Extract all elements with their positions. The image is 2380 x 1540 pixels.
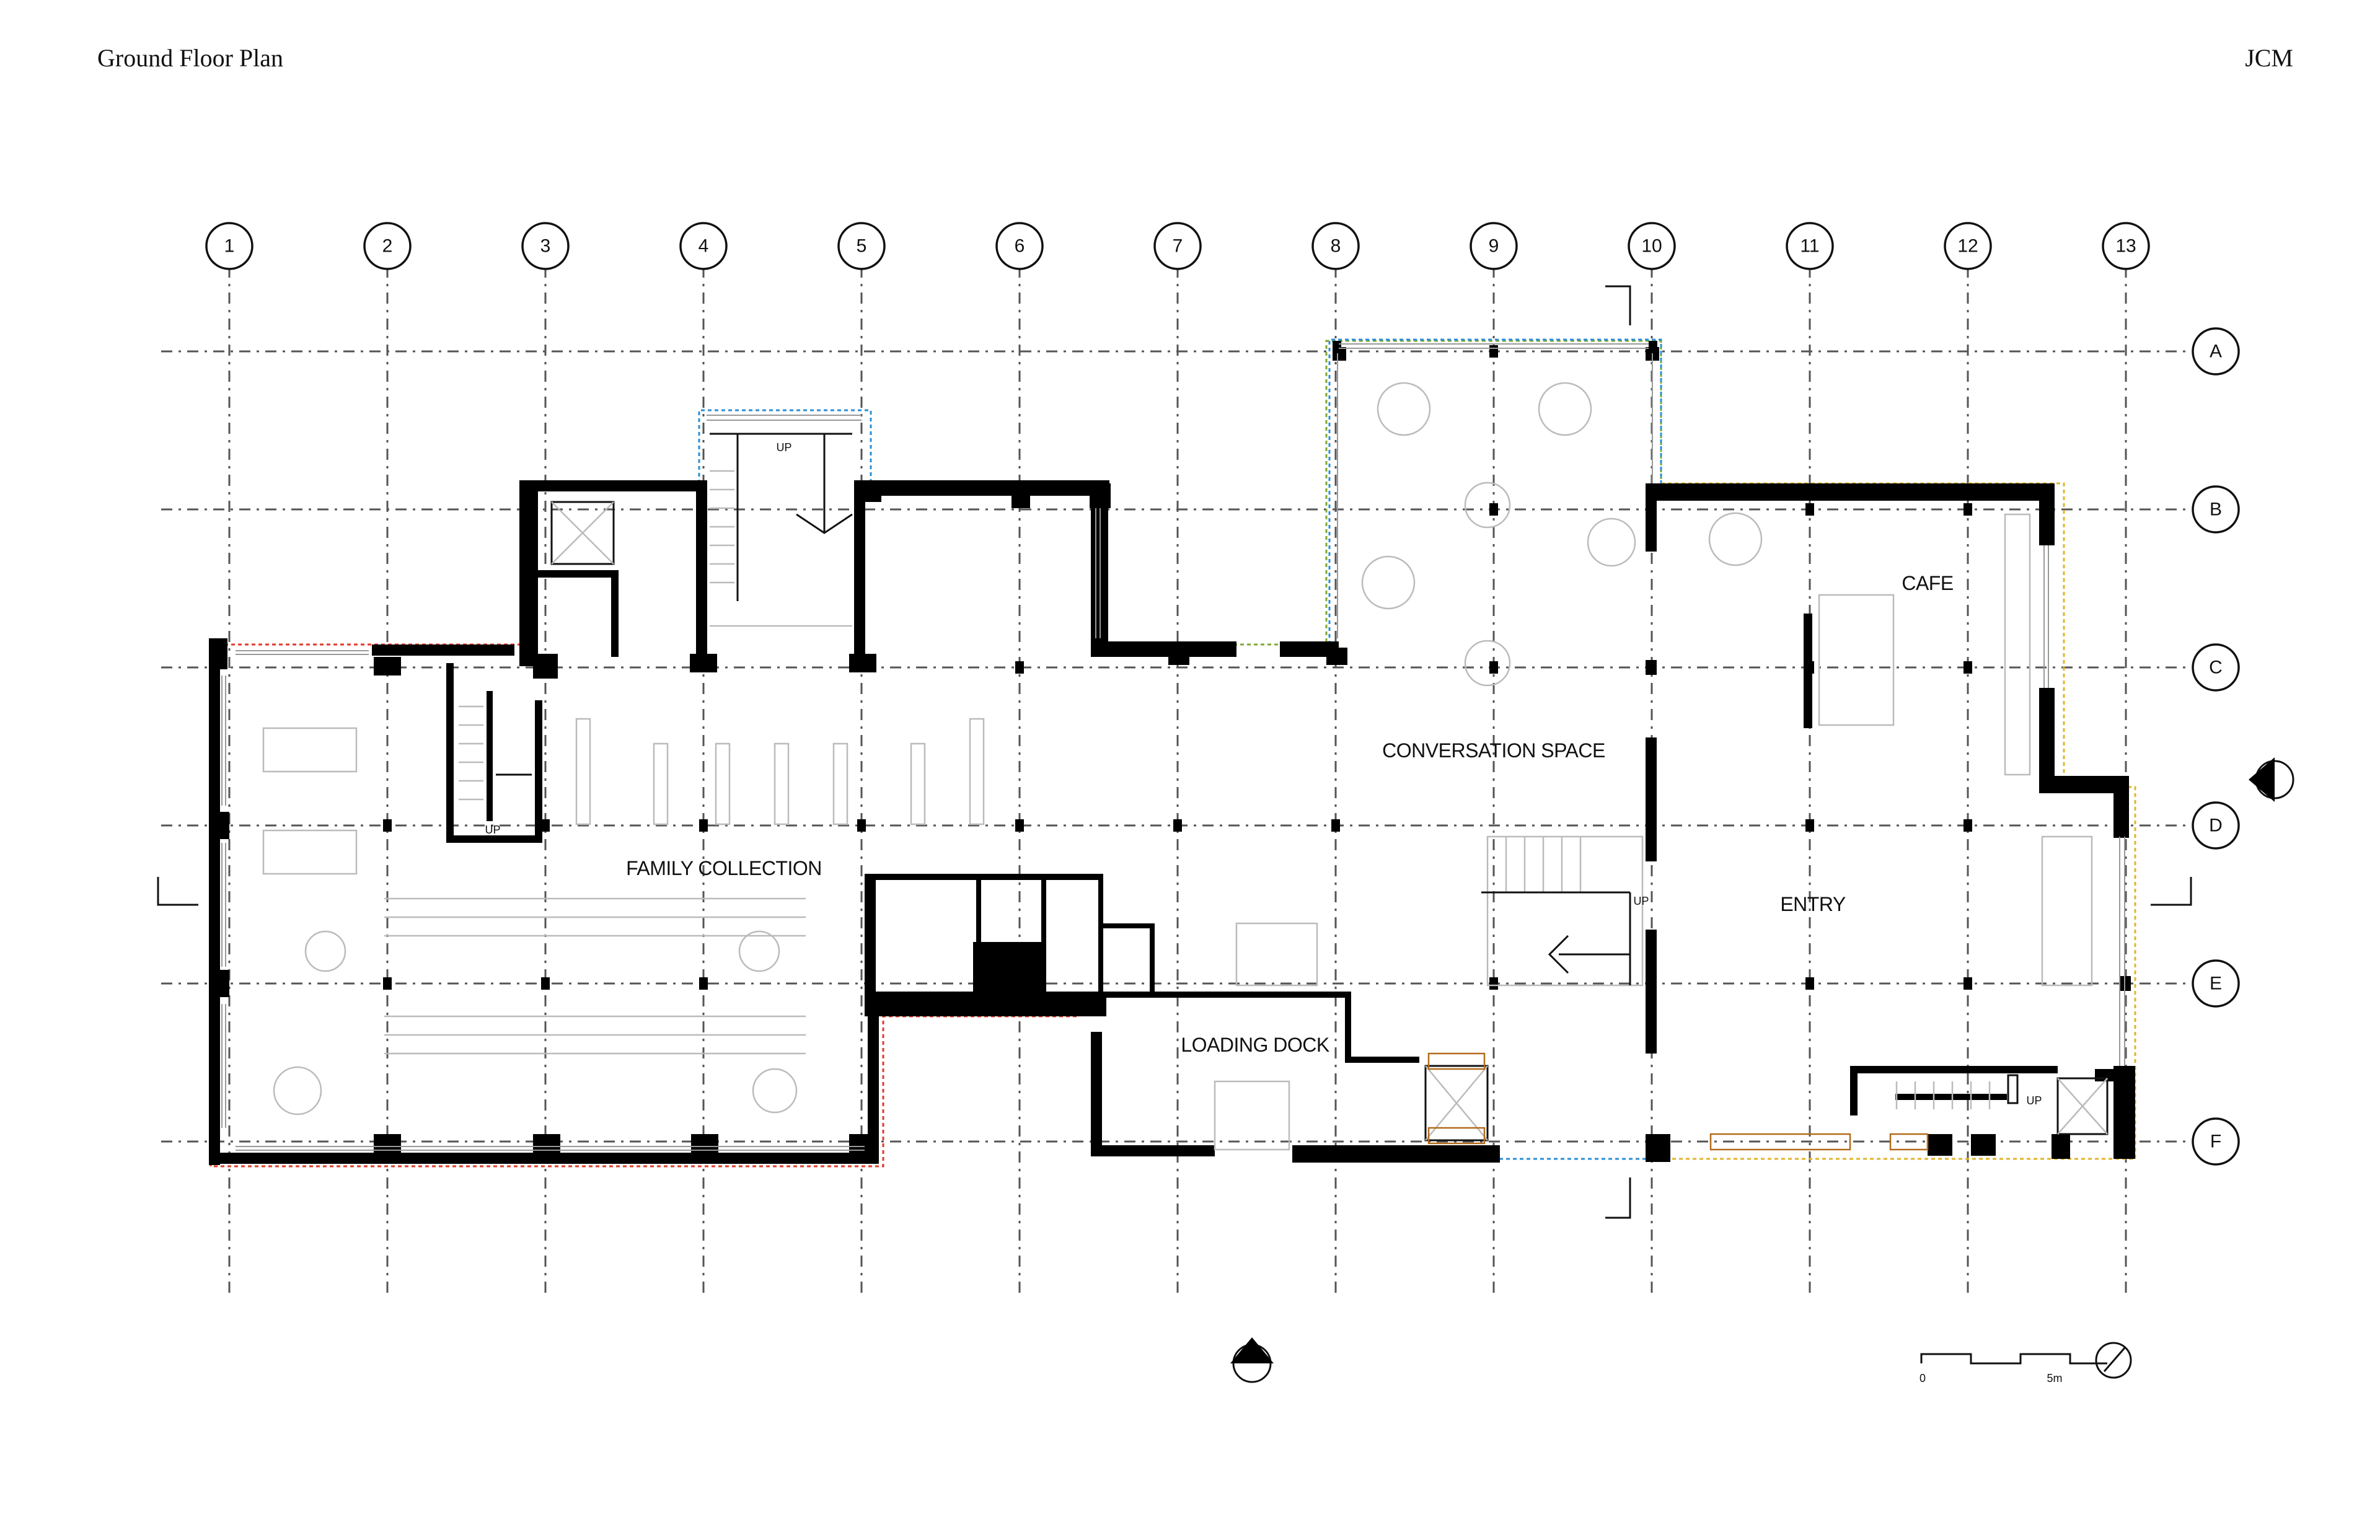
room-label-family: FAMILY COLLECTION	[626, 857, 822, 879]
svg-text:F: F	[2210, 1132, 2221, 1152]
structural-columns	[211, 345, 2135, 1159]
svg-text:B: B	[2210, 499, 2222, 520]
grid-bubble-10: 10	[1628, 222, 1676, 270]
row-bubbles: A B C D E F	[2192, 327, 2240, 1166]
grid-bubble-B: B	[2192, 485, 2240, 534]
grid-bubble-4: 4	[679, 222, 728, 270]
grid-bubble-C: C	[2192, 643, 2240, 692]
svg-text:5: 5	[857, 236, 867, 257]
svg-text:11: 11	[1800, 236, 1819, 257]
svg-text:5m: 5m	[2047, 1372, 2062, 1384]
grid-bubble-6: 6	[995, 222, 1044, 270]
room-label-cafe: CAFE	[1902, 572, 1953, 594]
grid-bubble-2: 2	[363, 222, 412, 270]
svg-text:10: 10	[1641, 236, 1662, 257]
svg-text:A: A	[2210, 341, 2222, 362]
walls	[209, 341, 2135, 1165]
svg-text:D: D	[2209, 816, 2223, 836]
north-arrow-icon	[2095, 1342, 2132, 1379]
grid-bubble-A: A	[2192, 327, 2240, 376]
grid-bubble-3: 3	[521, 222, 570, 270]
svg-text:3: 3	[540, 236, 551, 257]
grid-bubble-8: 8	[1311, 222, 1360, 270]
svg-text:C: C	[2209, 658, 2223, 678]
svg-text:0: 0	[1919, 1372, 1926, 1384]
loading-dock-details	[1214, 922, 1929, 1151]
grid-bubble-5: 5	[837, 222, 886, 270]
grid-bubble-9: 9	[1470, 222, 1518, 270]
scale-bar: 0 5m	[1919, 1353, 2107, 1384]
central-stair: UP	[710, 433, 853, 627]
svg-text:E: E	[2210, 974, 2222, 994]
cafe-furniture	[1361, 382, 2093, 987]
grid-bubble-F: F	[2192, 1117, 2240, 1166]
grid-bubble-1: 1	[205, 222, 253, 270]
svg-text:UP: UP	[485, 824, 500, 836]
elevation-marker-south	[1230, 1337, 1274, 1383]
grid-bubble-E: E	[2192, 959, 2240, 1008]
entry-stair: UP	[1895, 1074, 2042, 1109]
elevation-marker-east	[2249, 757, 2294, 802]
family-furniture	[262, 718, 985, 1115]
svg-text:2: 2	[382, 236, 393, 257]
column-bubbles: 1 2 3 4 5 6 7 8 9 10 11 12 13	[205, 222, 2150, 270]
svg-text:9: 9	[1489, 236, 1499, 257]
grid-bubble-7: 7	[1153, 222, 1202, 270]
section-markers	[157, 285, 2192, 1219]
left-stair: UP	[459, 705, 532, 836]
room-label-loading: LOADING DOCK	[1181, 1034, 1329, 1056]
svg-text:UP: UP	[776, 441, 791, 454]
svg-text:13: 13	[2115, 236, 2136, 257]
grid-bubble-12: 12	[1944, 222, 1992, 270]
conversation-stair: UP	[1481, 835, 1649, 987]
firm-mark: JCM	[2245, 44, 2293, 72]
svg-text:1: 1	[224, 236, 235, 257]
stairs: UP UP UP	[459, 433, 2042, 1109]
room-label-conversation: CONVERSATION SPACE	[1382, 739, 1605, 762]
boundary-traces	[209, 338, 2136, 1168]
room-label-entry: ENTRY	[1780, 893, 1846, 915]
grid-bubble-13: 13	[2102, 222, 2150, 270]
glazing	[221, 343, 2125, 1151]
svg-text:4: 4	[699, 236, 709, 257]
room-labels: CAFE CONVERSATION SPACE FAMILY COLLECTIO…	[626, 572, 1954, 1056]
lift-cores	[550, 501, 2109, 1142]
svg-text:UP: UP	[1633, 895, 1649, 907]
svg-text:UP: UP	[2026, 1094, 2042, 1107]
svg-text:12: 12	[1957, 236, 1978, 257]
grid-bubble-D: D	[2192, 801, 2240, 850]
svg-text:8: 8	[1331, 236, 1341, 257]
svg-text:7: 7	[1173, 236, 1183, 257]
grid-bubble-11: 11	[1786, 222, 1834, 270]
plan-title: Ground Floor Plan	[97, 44, 283, 72]
svg-text:6: 6	[1015, 236, 1025, 257]
